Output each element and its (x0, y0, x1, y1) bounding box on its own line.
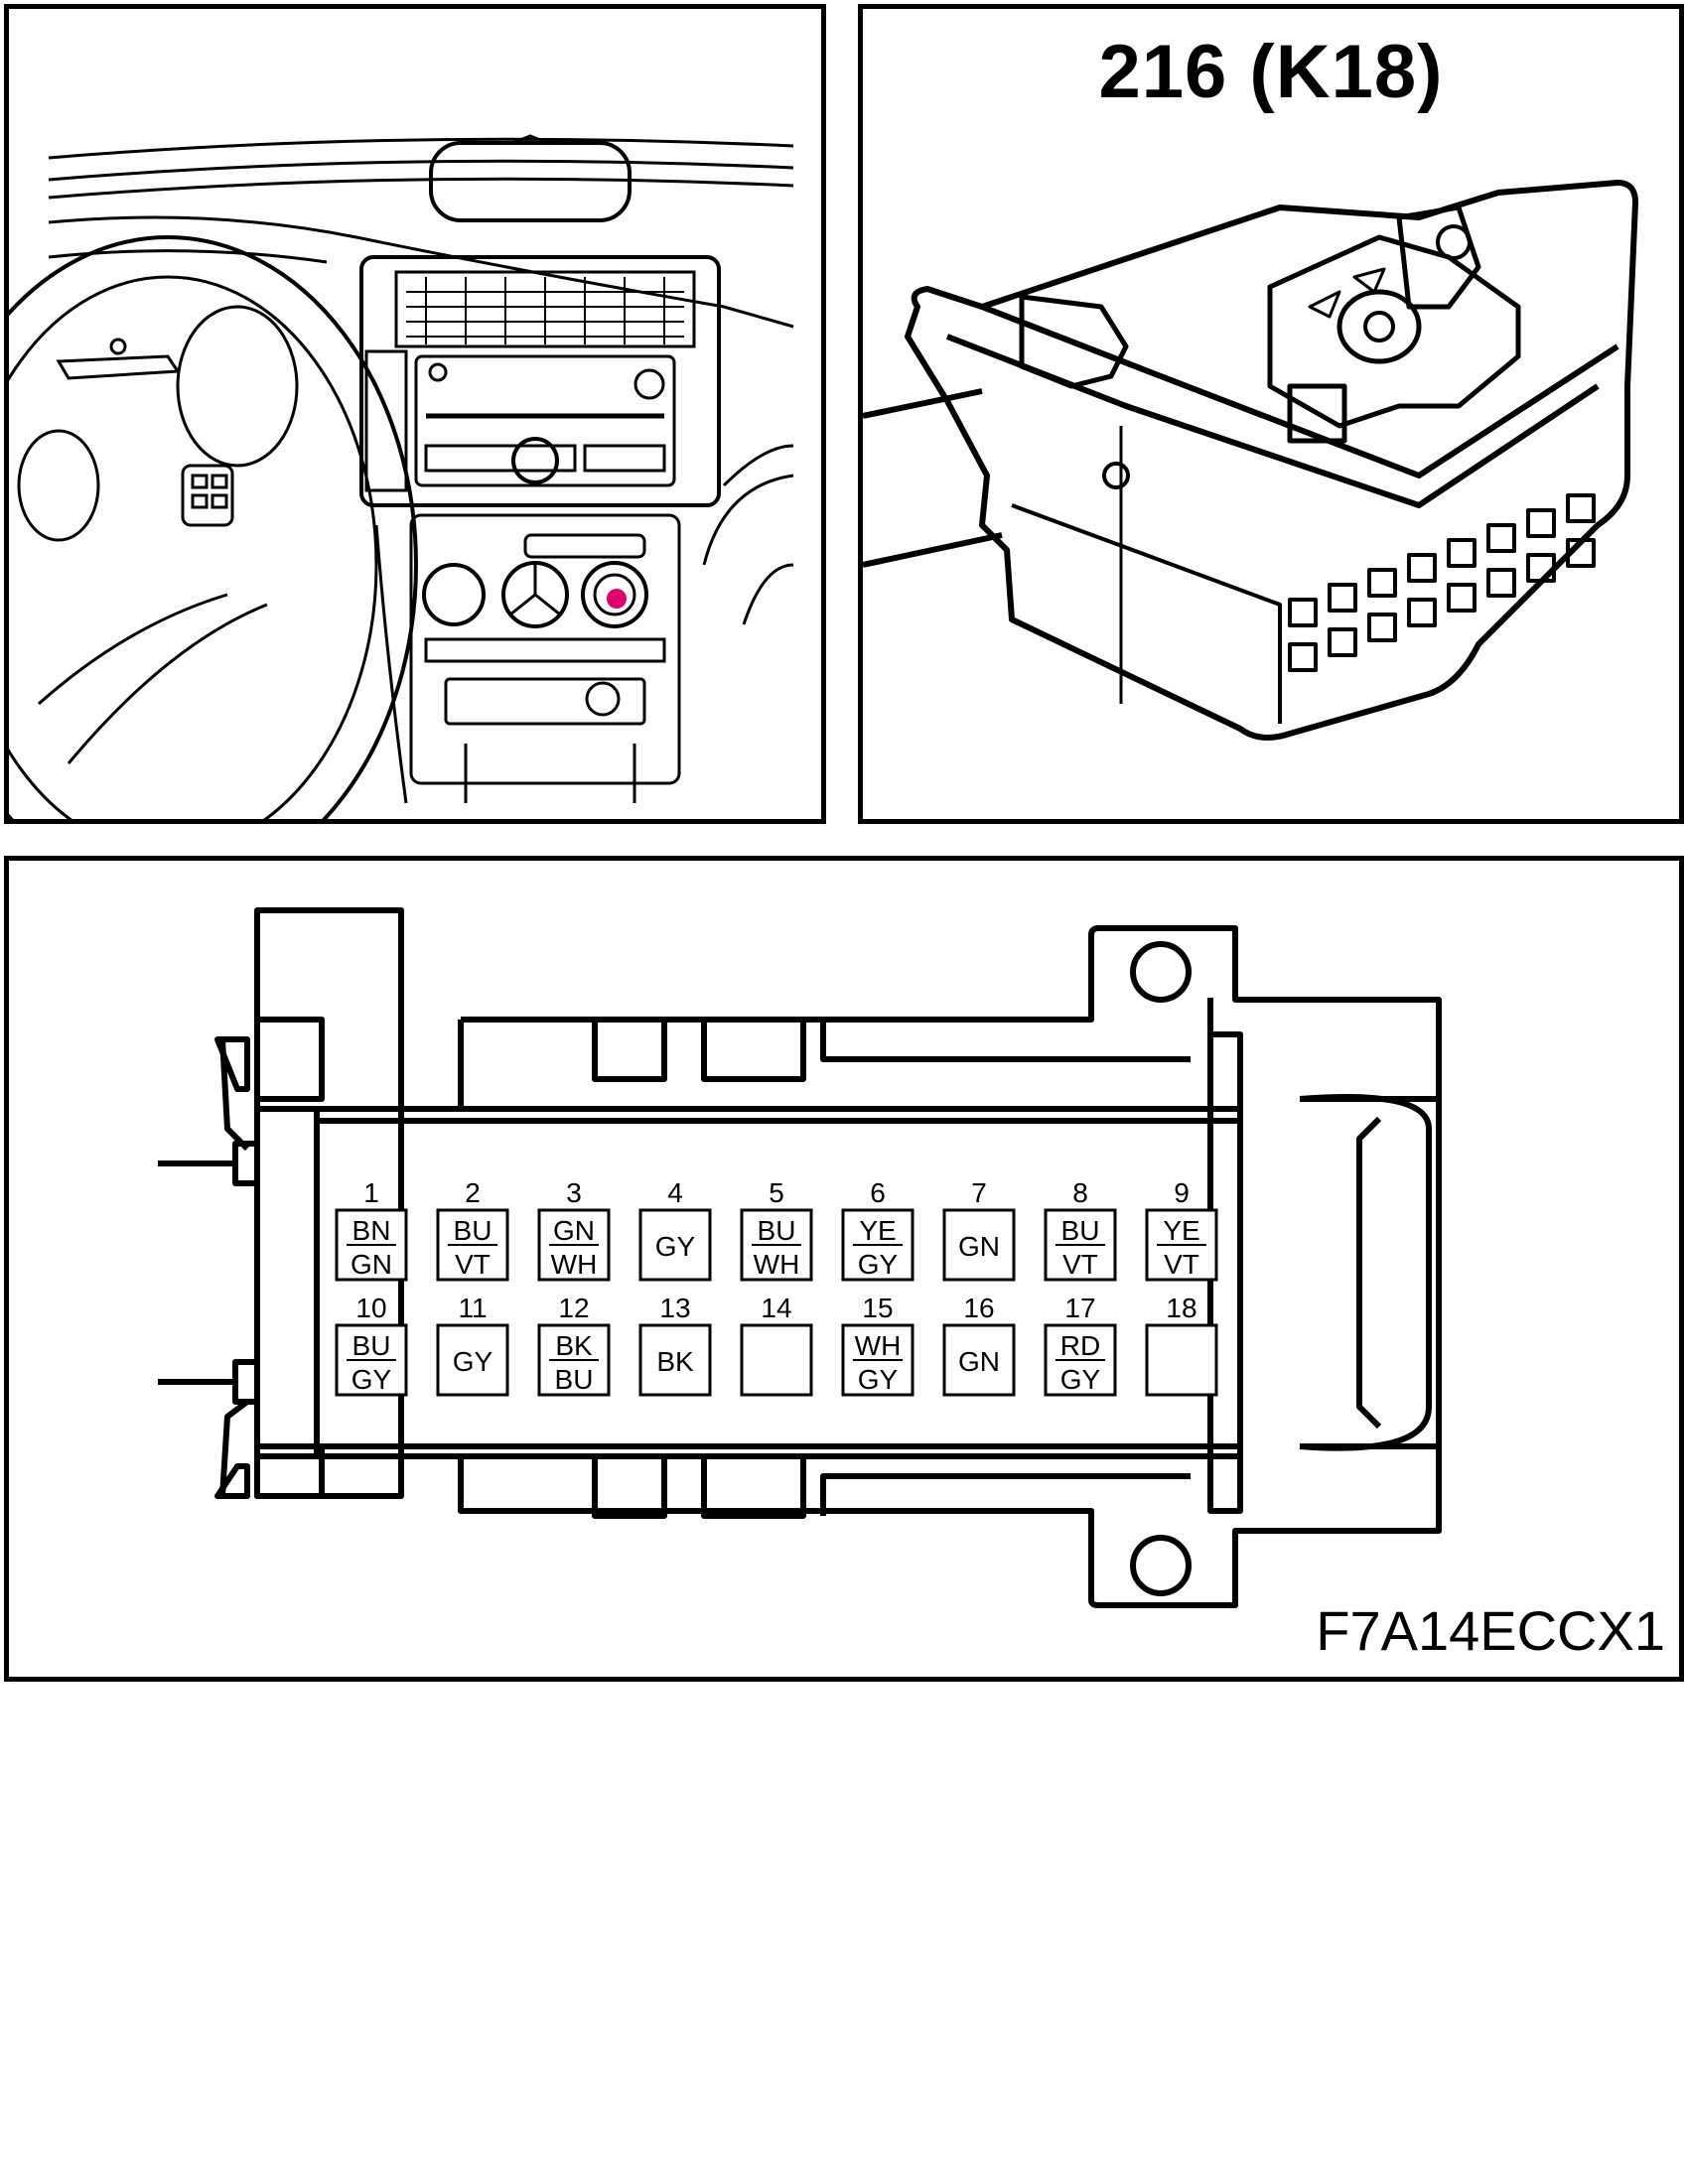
pin-number: 7 (971, 1177, 987, 1208)
wire-leads (158, 1160, 235, 1385)
pin-cavity (638, 1323, 712, 1397)
pin-wire-color: GY (352, 1364, 392, 1395)
pin-wire-color: YE (1163, 1215, 1199, 1246)
pin-cavity (638, 1208, 712, 1282)
pin-cavity (436, 1323, 509, 1397)
connector-title: 216 (K18) (1098, 30, 1444, 114)
pin-wire-color: GN (553, 1215, 595, 1246)
pin-cavity (942, 1323, 1016, 1397)
pin-number: 10 (355, 1293, 386, 1323)
pin-grid: 1BNGN2BUVT3GNWH4GY5BUWH6YEGY7GN8BUVT9YEV… (335, 1177, 1218, 1397)
pin-wire-color: GY (858, 1364, 899, 1395)
pin-wire-color: GY (858, 1249, 899, 1280)
pin-wire-color: GN (351, 1249, 392, 1280)
pin-wire-color: BU (758, 1215, 796, 1246)
pin-number: 9 (1174, 1177, 1190, 1208)
dashboard-illustration (9, 134, 794, 819)
pin-wire-color: GN (958, 1346, 1000, 1377)
pin-number: 3 (566, 1177, 582, 1208)
connector-view-panel: 216 (K18) (858, 4, 1684, 824)
pin-number: 4 (667, 1177, 683, 1208)
connector-3d-illustration (863, 180, 1638, 741)
pin-number: 15 (862, 1293, 893, 1323)
pin-wire-color: GN (958, 1231, 1000, 1262)
pin-wire-color: YE (859, 1215, 896, 1246)
pin-wire-color: WH (855, 1330, 902, 1361)
connector-outline (214, 907, 1442, 1608)
figure-code: F7A14ECCX1 (1316, 1599, 1665, 1662)
pin-wire-color: VT (1164, 1249, 1199, 1280)
pin-cavity (740, 1323, 813, 1397)
pin-wire-color: VT (455, 1249, 491, 1280)
pin-wire-color: BU (454, 1215, 492, 1246)
pin-wire-color: RD (1060, 1330, 1100, 1361)
pin-wire-color: BU (555, 1364, 594, 1395)
pin-number: 6 (870, 1177, 886, 1208)
pin-wire-color: BK (555, 1330, 593, 1361)
pin-wire-color: BU (1061, 1215, 1100, 1246)
pin-number: 18 (1166, 1293, 1196, 1323)
pin-wire-color: GY (1060, 1364, 1101, 1395)
pin-wire-color: BU (352, 1330, 391, 1361)
pin-cavity (942, 1208, 1016, 1282)
pin-wire-color: GY (453, 1346, 493, 1377)
pin-wire-color: GY (655, 1231, 696, 1262)
pin-number: 17 (1064, 1293, 1095, 1323)
pin-number: 1 (363, 1177, 379, 1208)
pin-cavity (1145, 1323, 1218, 1397)
pin-wire-color: WH (551, 1249, 598, 1280)
pin-number: 16 (963, 1293, 994, 1323)
pin-number: 12 (558, 1293, 589, 1323)
pin-wire-color: BN (352, 1215, 391, 1246)
pin-number: 14 (761, 1293, 791, 1323)
location-marker (607, 589, 627, 609)
pin-wire-color: BK (656, 1346, 694, 1377)
pin-number: 2 (465, 1177, 481, 1208)
location-panel (4, 4, 826, 824)
pin-wire-color: VT (1062, 1249, 1098, 1280)
pin-number: 5 (769, 1177, 784, 1208)
pin-number: 13 (659, 1293, 690, 1323)
pin-number: 11 (458, 1293, 487, 1323)
pinout-illustration: 1BNGN2BUVT3GNWH4GY5BUWH6YEGY7GN8BUVT9YEV… (158, 907, 1442, 1608)
pin-number: 8 (1072, 1177, 1088, 1208)
pin-wire-color: WH (754, 1249, 800, 1280)
